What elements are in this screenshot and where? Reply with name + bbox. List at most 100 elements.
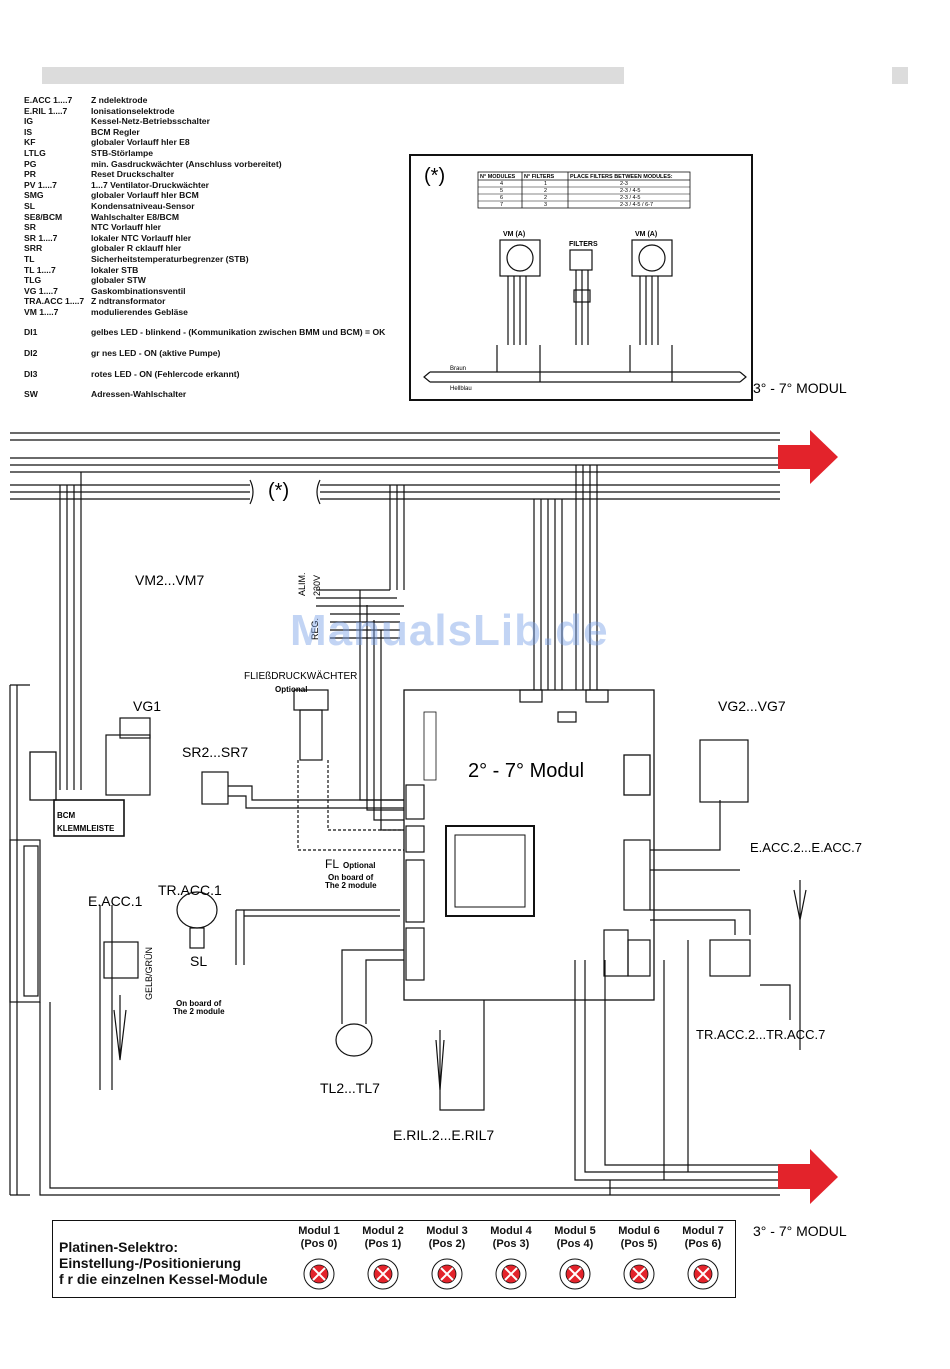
filters-table-cell: 2-3 / 4-5 (620, 188, 640, 194)
arrow-right-top (778, 430, 838, 484)
watermark: ManualsLib.de (290, 606, 609, 655)
onboard1-a: On board of (176, 999, 222, 1008)
bcm-klemmleiste-box (53, 799, 125, 837)
fl-optional: Optional (343, 861, 375, 870)
tracc2-label: TR.ACC.2...TR.ACC.7 (696, 1027, 825, 1042)
filters-table-cell: 5 (500, 188, 503, 194)
selector-title: Platinen-Selektro: Einstellung-/Position… (59, 1239, 268, 1287)
svg-text:N° FILTERS: N° FILTERS (524, 174, 555, 180)
rotary-switch-icon (303, 1258, 335, 1290)
selector-module: Modul 7(Pos 6) (673, 1225, 733, 1294)
rotary-switch-icon (687, 1258, 719, 1290)
eril-label: E.RIL.2...E.RIL7 (393, 1127, 494, 1143)
onboard2-a: On board of (328, 873, 374, 882)
rotary-switch-icon (431, 1258, 463, 1290)
vm-a-left: VM (A) (503, 231, 525, 238)
selector-module: Modul 4(Pos 3) (481, 1225, 541, 1294)
sr-label: SR2...SR7 (182, 744, 248, 760)
rotary-switch-icon (495, 1258, 527, 1290)
selector-module: Modul 3(Pos 2) (417, 1225, 477, 1294)
module-board-outline (403, 689, 655, 1001)
filters-table-cell: 2-3 (620, 181, 628, 187)
selector-panel: Platinen-Selektro: Einstellung-/Position… (52, 1220, 736, 1298)
sl-label: SL (190, 953, 207, 969)
fliess-optional: Optional (275, 685, 307, 694)
vg2-label: VG2...VG7 (718, 698, 786, 714)
vm-a-right: VM (A) (635, 231, 657, 238)
filters-table-cell: 2-3 / 4-5 (620, 195, 640, 201)
rotary-switch-icon (559, 1258, 591, 1290)
modul-label-top: 3° - 7° MODUL (753, 380, 847, 396)
inset-braun: Braun (450, 366, 466, 372)
fl-label: FL (325, 857, 339, 871)
alim-label: ALIM. (297, 572, 307, 596)
fliess-label: FLIEßDRUCKWÄCHTER (244, 670, 357, 682)
vm-label: VM2...VM7 (135, 572, 204, 588)
eacc2-label: E.ACC.2...E.ACC.7 (750, 840, 862, 855)
selector-module: Modul 5(Pos 4) (545, 1225, 605, 1294)
reg-label: REG. (310, 618, 320, 640)
filters-table-cell: 4 (500, 181, 503, 187)
header-bar (42, 67, 624, 84)
inset-hellblau: Hellblau (450, 386, 472, 392)
filters-table-cell: 2-3 / 4-5 / 6-7 (620, 202, 653, 208)
modul-label-bottom: 3° - 7° MODUL (753, 1223, 847, 1239)
klemm-label: KLEMMLEISTE (57, 824, 115, 833)
rotary-switch-icon (623, 1258, 655, 1290)
svg-text:N° MODULES: N° MODULES (480, 174, 516, 180)
bcm-label: BCM (57, 811, 76, 820)
alim-v-label: 230V (312, 575, 322, 596)
page-corner-marker (892, 67, 908, 84)
filters-table-cell: 1 (544, 181, 547, 187)
onboard2-b: The 2 module (325, 881, 377, 890)
selector-module: Modul 2(Pos 1) (353, 1225, 413, 1294)
rotary-switch-icon (367, 1258, 399, 1290)
selector-module: Modul 6(Pos 5) (609, 1225, 669, 1294)
selector-module: Modul 1(Pos 0) (289, 1225, 349, 1294)
filters-table-cell: 6 (500, 195, 503, 201)
filters-table-cell: 3 (544, 202, 547, 208)
gelbgrun-label: GELB/GRÜN (144, 947, 154, 1000)
mid-asterisk: (*) (268, 480, 289, 502)
tl-label: TL2...TL7 (320, 1080, 380, 1096)
eacc1-label: E.ACC.1 (88, 893, 143, 909)
filters-asterisk: (*) (424, 165, 445, 187)
board-label: 2° - 7° Modul (468, 760, 584, 782)
filters-inset-box (409, 154, 753, 401)
filters-label: FILTERS (569, 241, 598, 248)
vg1-label: VG1 (133, 698, 161, 714)
filters-table-cell: 2 (544, 188, 547, 194)
tracc1-label: TR.ACC.1 (158, 882, 222, 898)
arrow-right-bottom (778, 1149, 838, 1204)
filters-table-cell: 2 (544, 195, 547, 201)
svg-text:PLACE FILTERS BETWEEN MODULES:: PLACE FILTERS BETWEEN MODULES: (570, 174, 673, 180)
onboard1-b: The 2 module (173, 1007, 225, 1016)
